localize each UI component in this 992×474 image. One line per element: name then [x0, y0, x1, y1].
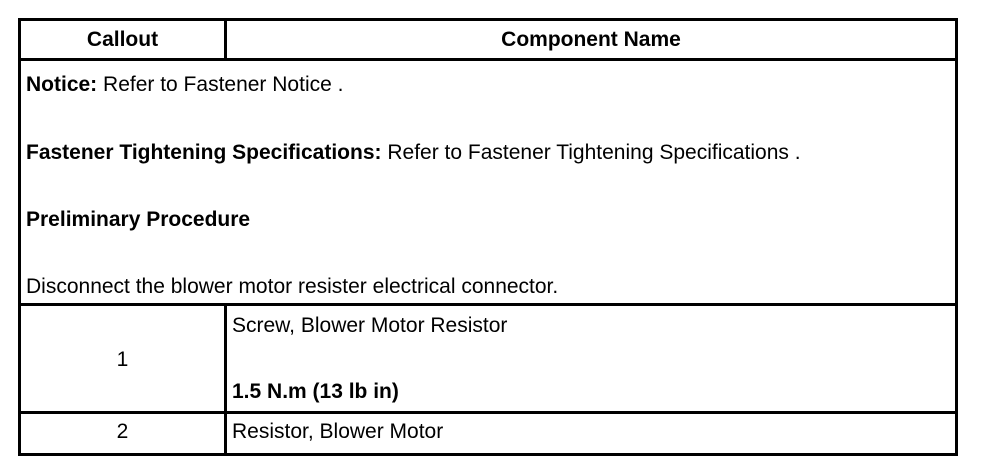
- preliminary-procedure-heading: Preliminary Procedure: [26, 208, 250, 232]
- header-component-name-label: Component Name: [501, 27, 681, 51]
- header-callout-label: Callout: [86, 27, 159, 51]
- torque-spec: 1.5 N.m (13 lb in): [232, 380, 399, 403]
- callout-number: 1: [116, 348, 129, 371]
- component-cell: Screw, Blower Motor Resistor 1.5 N.m (13…: [227, 306, 955, 411]
- callout-cell: 1: [21, 306, 227, 411]
- callout-number: 2: [116, 420, 129, 443]
- notice-text: Refer to Fastener Notice .: [97, 73, 344, 96]
- preliminary-step: Disconnect the blower motor resister ele…: [26, 275, 559, 298]
- component-cell: Resistor, Blower Motor: [227, 414, 955, 453]
- component-table: Callout Component Name Notice: Refer to …: [18, 18, 958, 456]
- preliminary-procedure-label: Preliminary Procedure: [26, 208, 251, 231]
- callout-cell: 2: [21, 414, 227, 453]
- header-callout-cell: Callout: [21, 21, 227, 58]
- component-name: Screw, Blower Motor Resistor: [232, 314, 508, 337]
- fastener-spec-text: Refer to Fastener Tightening Specificati…: [381, 141, 801, 164]
- header-component-name-cell: Component Name: [227, 21, 955, 58]
- table-row: 1 Screw, Blower Motor Resistor 1.5 N.m (…: [21, 306, 955, 414]
- component-name: Resistor, Blower Motor: [232, 420, 444, 443]
- fastener-spec-line: Fastener Tightening Specifications: Refe…: [26, 141, 801, 165]
- notice-line: Notice: Refer to Fastener Notice .: [26, 73, 343, 97]
- notes-row: Notice: Refer to Fastener Notice . Faste…: [21, 61, 955, 306]
- table-row: 2 Resistor, Blower Motor: [21, 414, 955, 453]
- fastener-spec-label: Fastener Tightening Specifications:: [26, 141, 382, 164]
- notice-label: Notice:: [26, 73, 98, 96]
- table-header-row: Callout Component Name: [21, 21, 955, 61]
